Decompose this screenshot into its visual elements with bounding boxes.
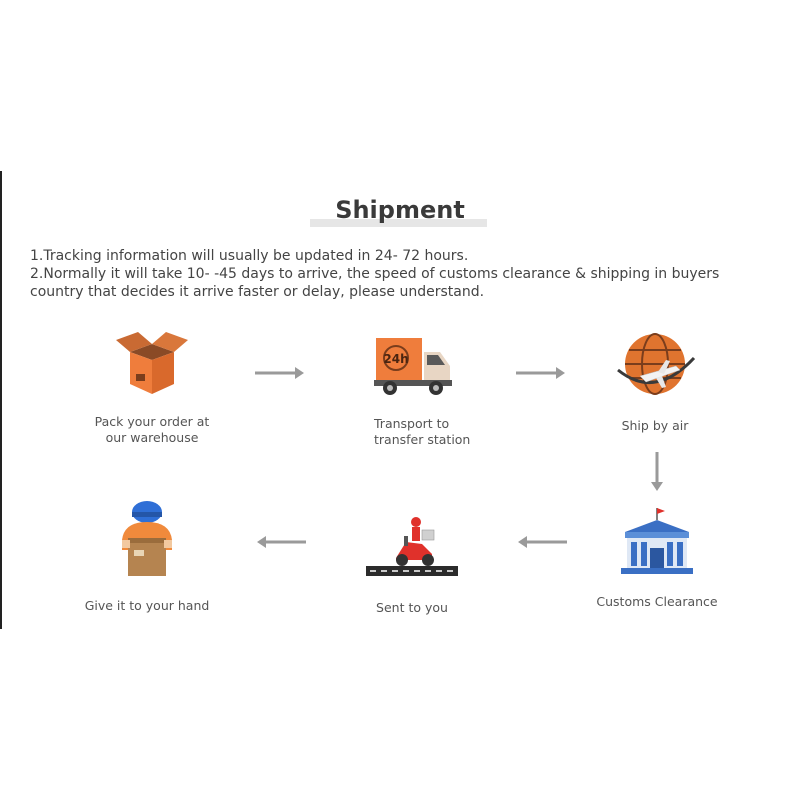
step-air-label: Ship by air [621, 418, 689, 433]
arrow-left-1 [518, 536, 567, 548]
customs-building-icon [621, 508, 693, 574]
title-underline-bar [310, 219, 487, 227]
arrow-right-2 [516, 367, 565, 379]
page-title: Shipment [335, 196, 465, 224]
step-air: Ship by air [570, 330, 740, 434]
shipping-notes: 1.Tracking information will usually be u… [30, 247, 770, 301]
arrow-left-2 [257, 536, 306, 548]
truck-badge-24h: 24h [383, 352, 408, 366]
box-icon [116, 332, 188, 394]
left-border-line [0, 171, 2, 629]
truck-icon: 24h [374, 338, 452, 395]
step-hand: Give it to your hand [62, 500, 232, 614]
arrow-down [651, 452, 663, 491]
step-sent-label: Sent to you [376, 600, 448, 615]
title-block: Shipment [300, 196, 500, 236]
step-customs-label: Customs Clearance [596, 594, 718, 609]
note-tracking: 1.Tracking information will usually be u… [30, 248, 469, 264]
delivery-person-icon [122, 501, 172, 576]
step-pack-label: Pack your order at our warehouse [94, 414, 210, 445]
step-sent: Sent to you [327, 512, 497, 616]
step-pack: Pack your order at our warehouse [67, 330, 237, 446]
step-transport-label: Transport to transfer station [374, 416, 471, 447]
arrow-right-1 [255, 367, 304, 379]
scooter-courier-icon [366, 517, 458, 576]
globe-plane-icon [617, 333, 696, 395]
step-transport: 24h Transport to transfer station [328, 332, 498, 448]
step-hand-label: Give it to your hand [84, 598, 210, 613]
step-customs: Customs Clearance [572, 506, 742, 610]
note-delivery-time: 2.Normally it will take 10- -45 days to … [30, 266, 720, 300]
